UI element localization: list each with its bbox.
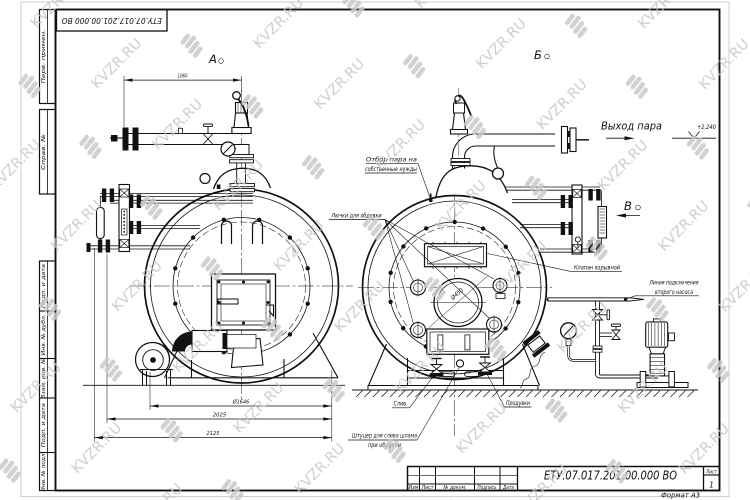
watermark-layer — [0, 0, 750, 500]
boiler-general-view-drawing: KVZR.RU ЕТУ.07.017.201.00.000 ВО Перв. п… — [0, 0, 750, 500]
